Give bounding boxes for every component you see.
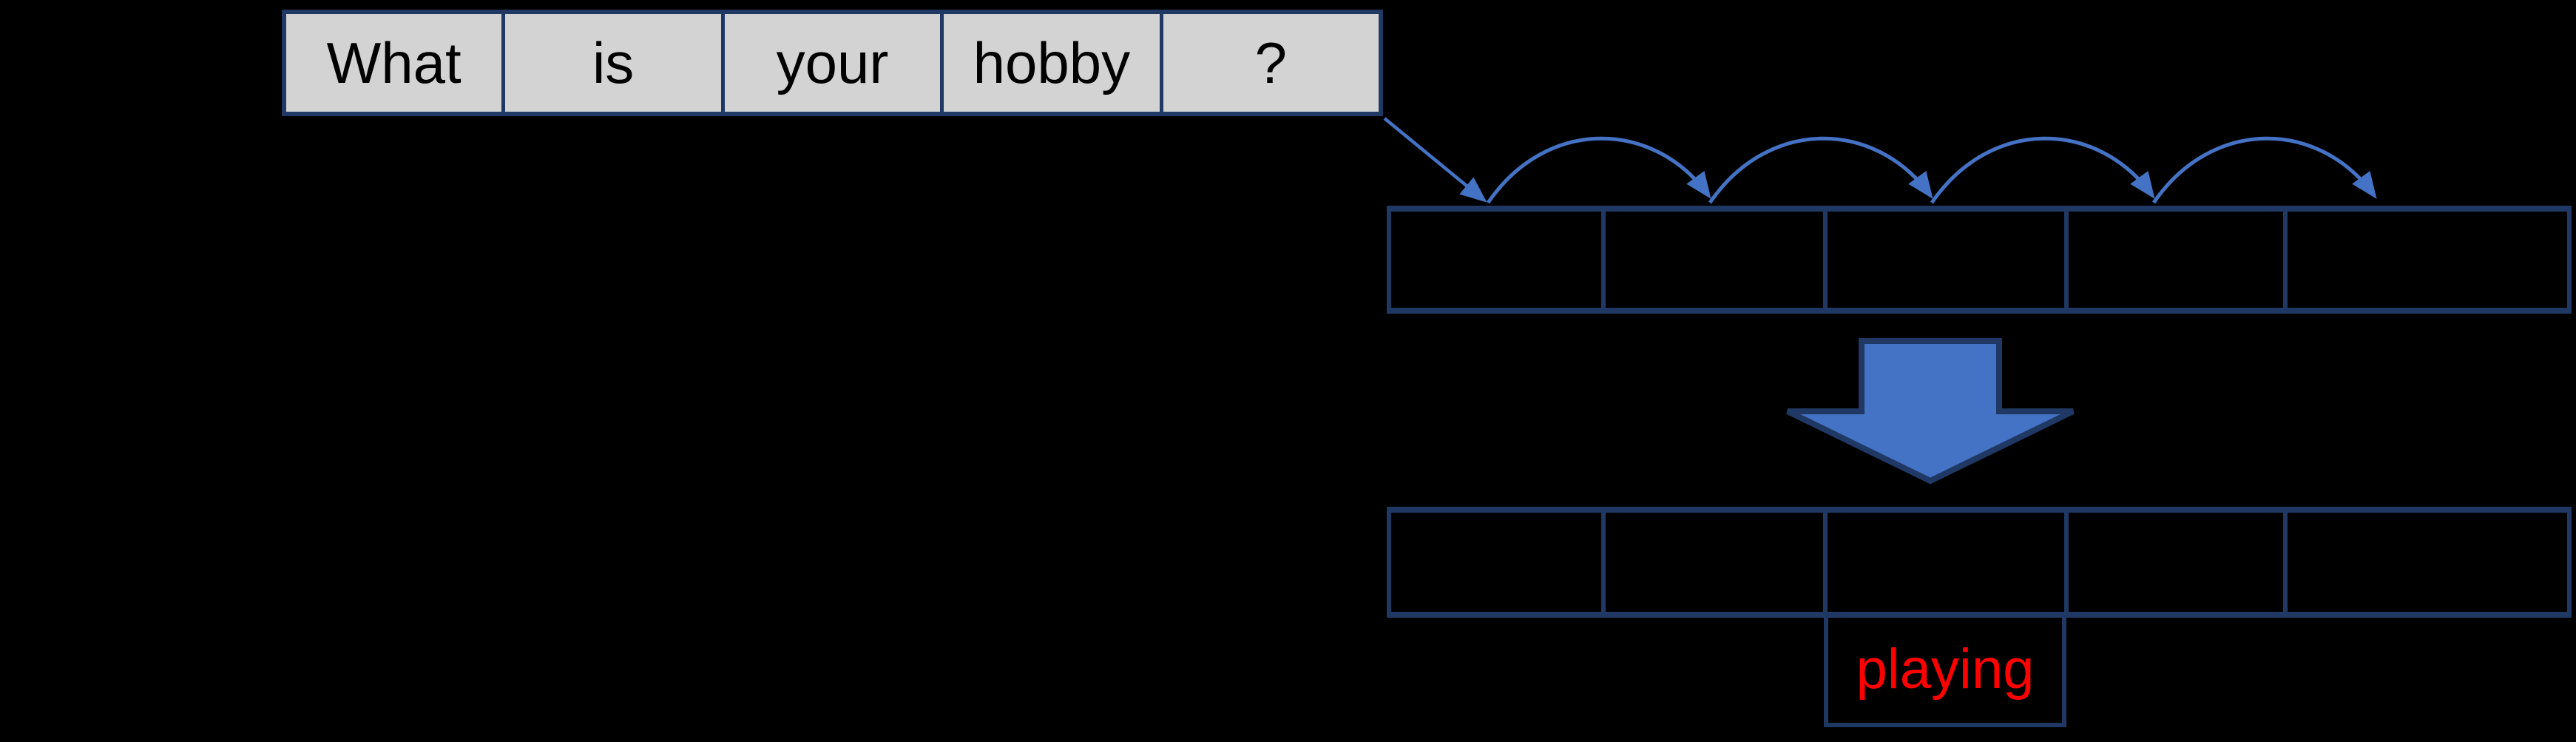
hop-arc-3-icon <box>1930 136 2155 204</box>
word-cell-5: ? <box>1159 14 1379 112</box>
word-cell-2: is <box>501 14 721 112</box>
hop-arc-4-icon <box>2151 136 2377 204</box>
word-cell-4: hobby <box>940 14 1160 112</box>
word-label-3: your <box>776 30 889 95</box>
output-cell-1 <box>1391 513 1601 612</box>
hop-arc-2-icon <box>1708 136 1933 204</box>
prediction-label: playing <box>1856 638 2035 701</box>
hidden-cell-1 <box>1391 212 1601 308</box>
word-label-5: ? <box>1254 30 1288 95</box>
word-label-4: hobby <box>973 30 1131 95</box>
output-cell-3 <box>1822 513 2065 612</box>
hop-arc-1-icon <box>1486 136 1711 204</box>
output-cell-4 <box>2064 513 2282 612</box>
output-row <box>1387 507 2572 618</box>
word-label-1: What <box>326 30 462 95</box>
hidden-state-row <box>1387 206 2572 314</box>
prediction-box: playing <box>1824 612 2066 727</box>
word-cell-3: your <box>720 14 941 112</box>
hidden-cell-3 <box>1822 212 2065 308</box>
word-label-2: is <box>592 30 635 95</box>
sentence-to-row-arrow-icon <box>1383 117 1487 203</box>
hidden-cell-2 <box>1601 212 1822 308</box>
word-cell-1: What <box>286 14 502 112</box>
hidden-cell-4 <box>2064 212 2282 308</box>
input-sentence-row: What is your hobby ? <box>282 10 1383 116</box>
down-block-arrow-icon <box>1786 338 2075 485</box>
output-cell-2 <box>1601 513 1822 612</box>
hidden-cell-5 <box>2282 212 2567 308</box>
output-cell-5 <box>2282 513 2567 612</box>
